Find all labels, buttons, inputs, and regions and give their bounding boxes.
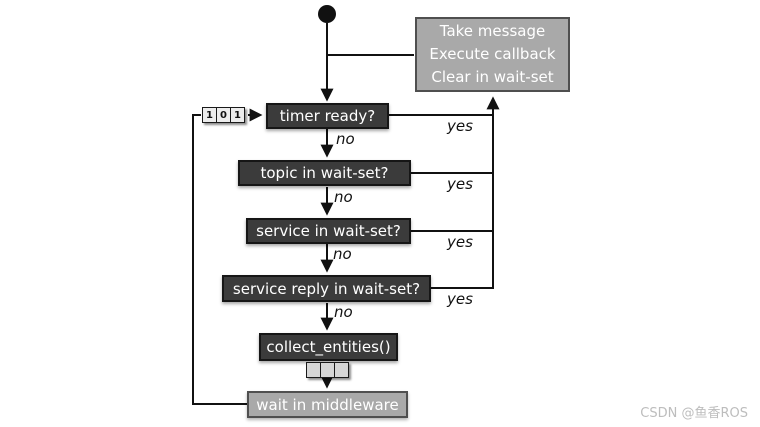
- decision-label: timer ready?: [279, 107, 376, 125]
- memory-cells-widget: 1 0 1: [202, 107, 245, 123]
- action-node-wait-in-middleware: wait in middleware: [247, 391, 408, 418]
- decision-label: topic in wait-set?: [260, 164, 389, 182]
- memory-cell: 1: [202, 107, 217, 123]
- decision-node-timer-ready: timer ready?: [266, 103, 389, 129]
- edge-label-yes: yes: [447, 233, 473, 251]
- edge-label-no: no: [333, 245, 352, 263]
- decision-node-service-reply-in-wait-set: service reply in wait-set?: [222, 275, 431, 302]
- wait-label: wait in middleware: [256, 395, 399, 414]
- start-node: [318, 5, 336, 23]
- action-node-take-message: Take message Execute callback Clear in w…: [415, 17, 570, 92]
- process-label: collect_entities(): [266, 338, 391, 356]
- decision-label: service reply in wait-set?: [232, 279, 421, 298]
- decision-label: service in wait-set?: [256, 222, 401, 240]
- action-line-2: Execute callback: [429, 45, 556, 63]
- watermark-text: CSDN @鱼香ROS: [640, 406, 748, 421]
- edge-label-yes: yes: [447, 117, 473, 135]
- edge-label-yes: yes: [447, 175, 473, 193]
- edge-label-yes: yes: [447, 290, 473, 308]
- memory-cell: 0: [216, 107, 231, 123]
- wait-set-cell: [320, 362, 335, 378]
- wait-set-cells-widget: [306, 362, 349, 378]
- edge-label-no: no: [334, 303, 353, 321]
- memory-cell: 1: [230, 107, 245, 123]
- action-line-3: Clear in wait-set: [431, 68, 554, 86]
- edge-label-no: no: [336, 130, 355, 148]
- process-node-collect-entities: collect_entities(): [259, 333, 398, 361]
- wait-set-cell: [306, 362, 321, 378]
- edge-loop-back: [192, 114, 250, 405]
- wait-set-cell: [334, 362, 349, 378]
- decision-node-topic-in-wait-set: topic in wait-set?: [238, 160, 411, 186]
- action-line-1: Take message: [439, 22, 546, 40]
- edge-label-no: no: [334, 188, 353, 206]
- decision-node-service-in-wait-set: service in wait-set?: [246, 218, 411, 244]
